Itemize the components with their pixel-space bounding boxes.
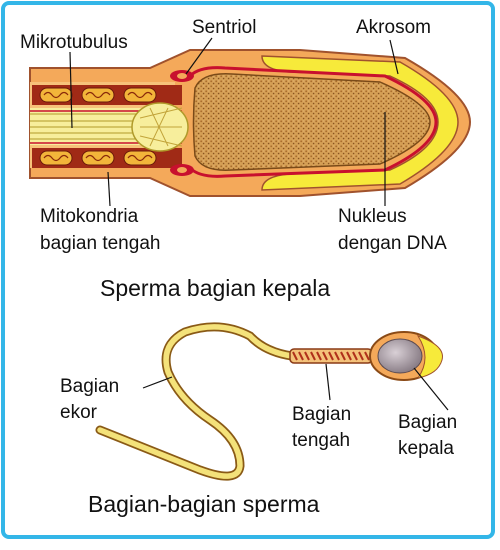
label-akrosom: Akrosom: [356, 17, 431, 38]
centriole: [131, 70, 194, 176]
sperm-head: [369, 331, 443, 381]
label-mitokondria-line1: Mitokondria: [40, 206, 139, 227]
sperm-midpiece: [289, 348, 373, 364]
mitochondria: [32, 85, 182, 168]
caption-head: Sperma bagian kepala: [100, 275, 330, 301]
whole-sperm-diagram: Bagian ekor Bagian tengah Bagian kepala …: [60, 322, 457, 517]
caption-parts: Bagian-bagian sperma: [88, 491, 320, 517]
label-kepala-line1: Bagian: [398, 412, 457, 433]
whole-leader-lines: [142, 363, 449, 411]
label-kepala-line2: kepala: [398, 438, 454, 459]
label-ekor-line1: Bagian: [60, 376, 119, 397]
label-mikrotubulus: Mikrotubulus: [20, 32, 128, 53]
label-tengah-line2: tengah: [292, 430, 350, 451]
sperm-head-diagram: Mikrotubulus Sentriol Akrosom Mitokondri…: [20, 17, 472, 301]
label-mitokondria-line2: bagian tengah: [40, 233, 160, 254]
label-ekor-line2: ekor: [60, 402, 98, 423]
label-nukleus-line2: dengan DNA: [338, 233, 447, 254]
nuclear-envelope: [188, 66, 438, 178]
label-sentriol: Sentriol: [192, 17, 256, 38]
label-tengah-line1: Bagian: [292, 404, 351, 425]
nucleus: [192, 73, 431, 171]
head-leader-lines: [69, 37, 399, 207]
label-nukleus-line1: Nukleus: [338, 206, 407, 227]
